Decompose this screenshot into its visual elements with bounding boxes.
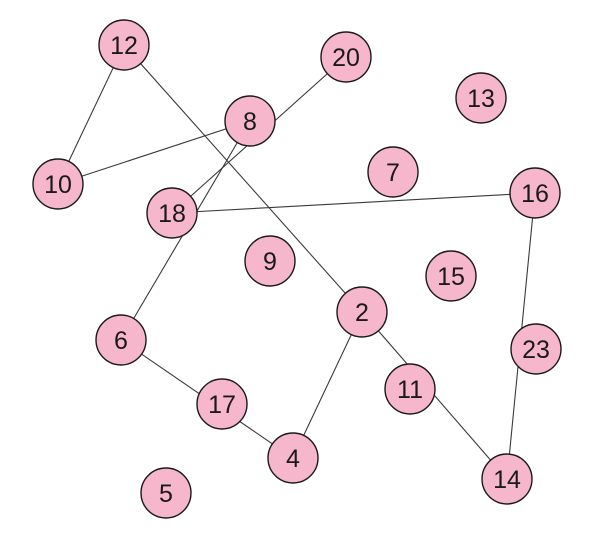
node-label-15: 15 xyxy=(437,263,465,291)
node-6: 6 xyxy=(95,314,147,366)
node-5: 5 xyxy=(140,467,192,519)
node-label-23: 23 xyxy=(522,336,550,364)
node-circle-9 xyxy=(244,235,296,287)
node-7: 7 xyxy=(367,146,419,198)
node-label-6: 6 xyxy=(114,327,128,355)
node-17: 17 xyxy=(196,378,248,430)
node-label-20: 20 xyxy=(332,44,360,72)
node-18: 18 xyxy=(146,187,198,239)
node-label-7: 7 xyxy=(386,159,400,187)
node-circle-5 xyxy=(140,467,192,519)
node-label-2: 2 xyxy=(355,299,369,327)
node-circle-23 xyxy=(510,323,562,375)
edge-12-2 xyxy=(123,44,363,313)
node-label-11: 11 xyxy=(397,376,423,404)
node-label-13: 13 xyxy=(467,85,495,113)
node-circle-4 xyxy=(267,432,319,484)
node-label-14: 14 xyxy=(493,466,521,494)
node-23: 23 xyxy=(510,323,562,375)
node-8: 8 xyxy=(224,95,276,147)
edge-2-4 xyxy=(292,311,363,459)
node-circle-20 xyxy=(320,31,372,83)
node-11: 11 xyxy=(384,363,436,415)
node-circle-14 xyxy=(481,453,533,505)
node-label-12: 12 xyxy=(110,32,138,60)
node-14: 14 xyxy=(481,453,533,505)
node-2: 2 xyxy=(336,286,388,338)
node-circle-11 xyxy=(384,363,436,415)
edge-18-16 xyxy=(171,192,536,214)
node-4: 4 xyxy=(267,432,319,484)
node-label-4: 4 xyxy=(286,445,300,473)
node-label-8: 8 xyxy=(243,108,257,136)
node-circle-7 xyxy=(367,146,419,198)
node-label-16: 16 xyxy=(521,180,549,208)
node-10: 10 xyxy=(32,158,84,210)
node-label-17: 17 xyxy=(208,391,236,419)
node-circle-8 xyxy=(224,95,276,147)
node-15: 15 xyxy=(425,250,477,302)
node-13: 13 xyxy=(455,72,507,124)
node-9: 9 xyxy=(244,235,296,287)
node-circle-13 xyxy=(455,72,507,124)
node-circle-6 xyxy=(95,314,147,366)
node-circle-12 xyxy=(98,19,150,71)
node-label-9: 9 xyxy=(263,248,277,276)
node-16: 16 xyxy=(509,167,561,219)
node-circle-16 xyxy=(509,167,561,219)
node-circle-15 xyxy=(425,250,477,302)
node-20: 20 xyxy=(320,31,372,83)
node-label-10: 10 xyxy=(44,171,72,199)
edge-10-8 xyxy=(57,120,251,185)
node-label-5: 5 xyxy=(159,480,173,508)
node-circle-18 xyxy=(146,187,198,239)
node-circle-17 xyxy=(196,378,248,430)
nodes-layer: 12 20 8 13 10 7 16 18 9 15 2 6 23 11 17 4 14 5 xyxy=(32,19,562,519)
node-circle-2 xyxy=(336,286,388,338)
node-circle-10 xyxy=(32,158,84,210)
node-label-18: 18 xyxy=(158,200,186,228)
node-12: 12 xyxy=(98,19,150,71)
